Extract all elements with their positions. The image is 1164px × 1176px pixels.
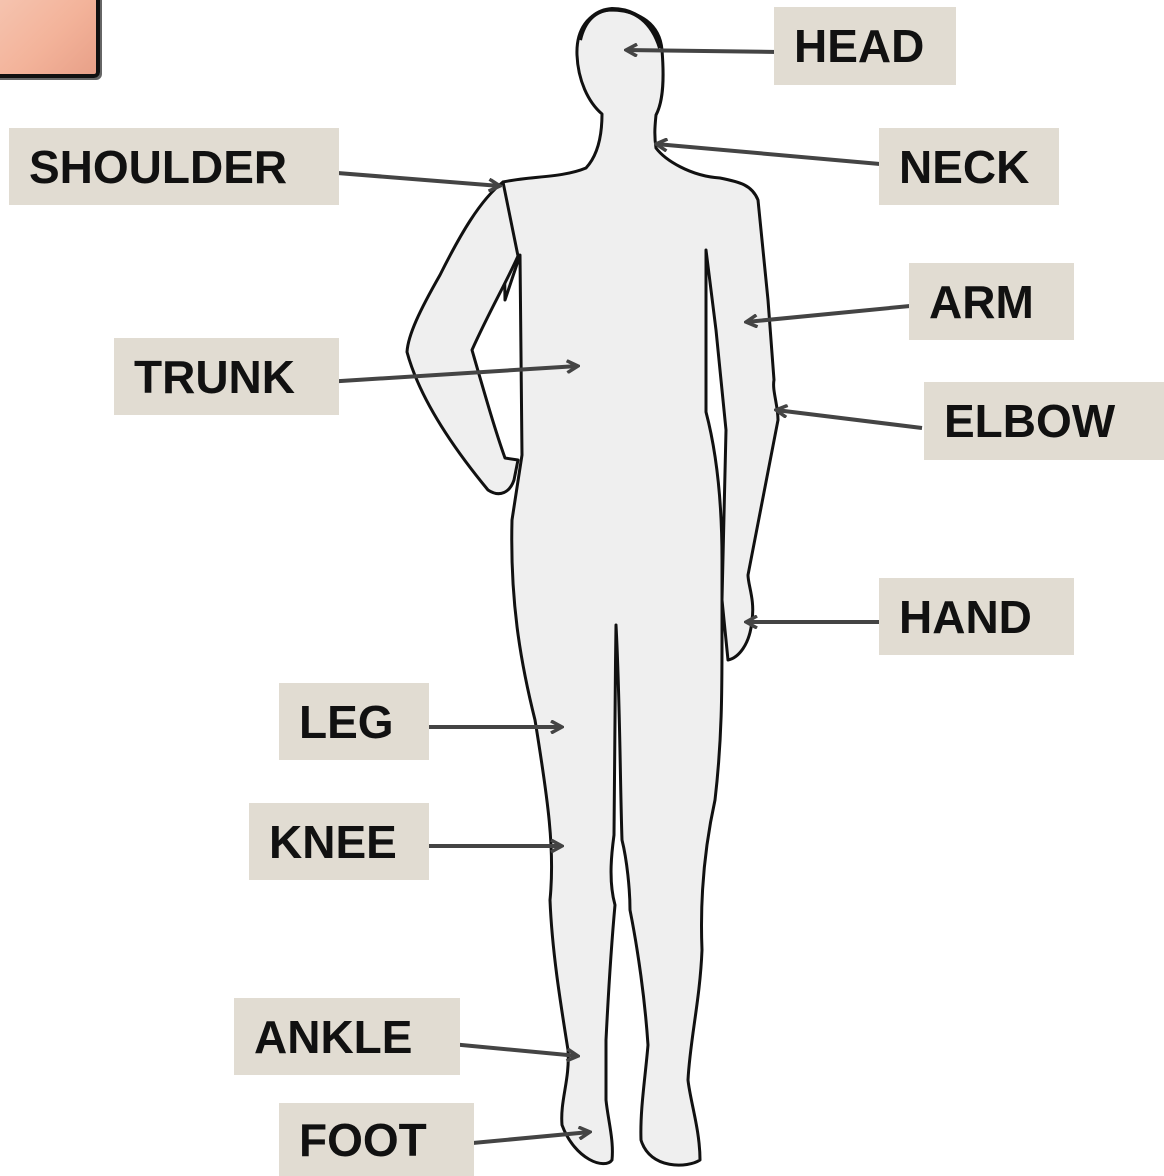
label-knee: KNEE [249, 803, 429, 880]
label-foot: FOOT [279, 1103, 474, 1176]
shoulder-arrow [325, 172, 500, 186]
head-arrow [626, 50, 778, 52]
label-neck: NECK [879, 128, 1059, 205]
arm-arrow [746, 306, 910, 322]
label-elbow: ELBOW [924, 382, 1164, 460]
label-elbow-text: ELBOW [944, 398, 1115, 444]
label-hand-text: HAND [899, 594, 1032, 640]
label-leg-text: LEG [299, 699, 394, 745]
label-ankle-text: ANKLE [254, 1014, 412, 1060]
label-trunk-text: TRUNK [134, 354, 295, 400]
label-trunk: TRUNK [114, 338, 339, 415]
label-shoulder-text: SHOULDER [29, 144, 287, 190]
label-leg: LEG [279, 683, 429, 760]
elbow-arrow [776, 410, 922, 428]
label-arm: ARM [909, 263, 1074, 340]
label-foot-text: FOOT [299, 1117, 427, 1163]
label-hand: HAND [879, 578, 1074, 655]
label-neck-text: NECK [899, 144, 1029, 190]
label-ankle: ANKLE [234, 998, 460, 1075]
label-arm-text: ARM [929, 279, 1034, 325]
body-outline [503, 10, 778, 1165]
neck-arrow [656, 144, 880, 164]
label-head: HEAD [774, 7, 956, 85]
label-head-text: HEAD [794, 23, 924, 69]
label-knee-text: KNEE [269, 819, 397, 865]
label-shoulder: SHOULDER [9, 128, 339, 205]
left-arm-outline [407, 182, 518, 494]
